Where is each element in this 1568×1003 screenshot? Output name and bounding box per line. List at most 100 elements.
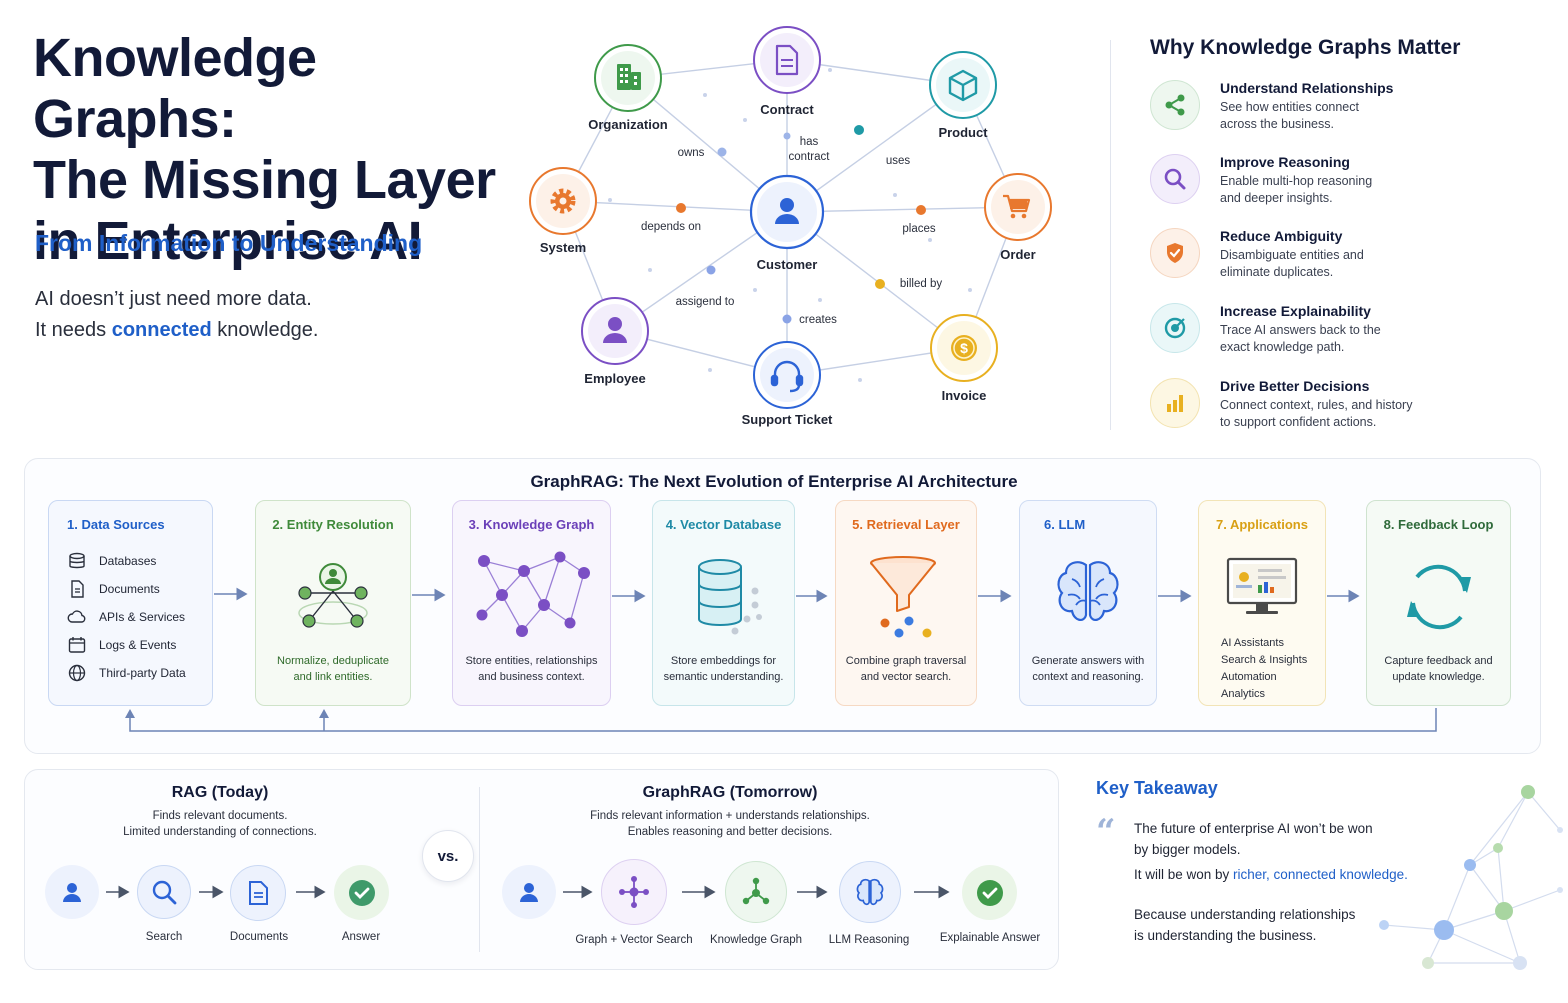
search-icon <box>1150 154 1200 204</box>
stage-title: 1. Data Sources <box>67 517 165 532</box>
funnel-icon <box>870 556 936 638</box>
graphrag-step-label: LLM Reasoning <box>828 934 910 946</box>
hero-body-line-2: It needs connected knowledge. <box>35 315 319 346</box>
user-icon <box>603 317 627 343</box>
stage-feedback-loop[interactable]: 8. Feedback Loop Capture feedback and up… <box>1366 500 1511 706</box>
stage-title: 8. Feedback Loop <box>1383 517 1494 532</box>
stage-desc-1: Capture feedback and <box>1384 655 1493 667</box>
edge-label-uses: uses <box>886 155 911 167</box>
building-icon <box>617 64 641 90</box>
stage-desc-2: semantic understanding. <box>663 671 784 683</box>
edge-dot <box>782 314 792 324</box>
why-item-desc-2: exact knowledge path. <box>1220 340 1345 354</box>
why-item-desc-1: See how entities connect <box>1220 100 1359 114</box>
source-label: Databases <box>99 554 157 568</box>
stage-desc-1: Normalize, deduplicate <box>277 655 389 667</box>
node-employee[interactable] <box>581 297 649 365</box>
node-order[interactable] <box>984 173 1052 241</box>
rag-step-documents <box>230 865 286 921</box>
edge-label-places: places <box>902 223 935 235</box>
stage-entity-resolution[interactable]: 2. Entity Resolution Normalize, deduplic… <box>255 500 411 706</box>
page-subtitle: From Information to Understanding <box>35 230 423 256</box>
target-icon <box>1150 303 1200 353</box>
stage-retrieval-layer[interactable]: 5. Retrieval Layer Combine graph travers… <box>835 500 977 706</box>
cube-icon <box>948 69 978 102</box>
node-label-employee: Employee <box>584 371 645 386</box>
edge-dot <box>854 125 864 135</box>
edge-system-customer <box>562 200 788 213</box>
entity-resolution-icon <box>298 563 368 628</box>
stage-title: 6. LLM <box>1044 517 1086 532</box>
stage-desc-2: and vector search. <box>860 671 952 683</box>
source-item: Logs & Events <box>67 631 186 659</box>
source-item: Documents <box>67 575 186 603</box>
why-item-desc-2: and deeper insights. <box>1220 191 1333 205</box>
page-title-line-3: in Enterprise AI <box>33 211 423 271</box>
graphrag-title: GraphRAG (Tomorrow) <box>642 784 818 801</box>
why-item-desc-2: across the business. <box>1220 117 1334 131</box>
rag-step-answer <box>334 865 389 920</box>
source-label: APIs & Services <box>99 610 186 624</box>
stage-desc-2: update knowledge. <box>1392 671 1485 683</box>
stage-data-sources[interactable]: 1. Data Sources Databases Documents APIs… <box>48 500 213 706</box>
edge-dot <box>875 279 885 289</box>
knowledge-graph-diagram: owns has contract uses depends on places… <box>529 26 1052 427</box>
stage-desc-1: Generate answers with <box>1031 655 1145 667</box>
rag-step-search <box>137 865 191 919</box>
edge-label-creates: creates <box>799 314 837 326</box>
node-label-support-ticket: Support Ticket <box>742 412 833 427</box>
rag-step-label: Search <box>145 931 183 943</box>
node-customer[interactable] <box>749 174 825 250</box>
takeaway-line-5: is understanding the business. <box>1134 928 1317 943</box>
section-divider <box>1110 40 1111 430</box>
source-label: Logs & Events <box>99 638 177 652</box>
graphrag-step-label: Knowledge Graph <box>709 934 803 946</box>
source-label: Documents <box>99 582 160 596</box>
stage-title: 3. Knowledge Graph <box>468 517 595 532</box>
page-title-line-1: Knowledge Graphs: <box>33 28 317 149</box>
why-item-desc-1: Connect context, rules, and history <box>1220 398 1413 412</box>
why-item-title: Understand Relationships <box>1220 80 1394 96</box>
stage-desc-2: and link entities. <box>293 671 373 683</box>
takeaway-line-3-prefix: It will be won by <box>1134 867 1234 882</box>
application-item: Analytics <box>1221 688 1266 700</box>
node-label-organization: Organization <box>588 117 668 132</box>
graphrag-step-user <box>502 865 556 919</box>
why-item-explainability: Increase Explainability Trace AI answers… <box>1150 303 1560 365</box>
edge-label-billed-by: billed by <box>900 278 942 290</box>
coin-icon: $ <box>951 335 977 361</box>
application-item: AI Assistants <box>1221 637 1284 649</box>
document-icon <box>249 881 268 905</box>
node-product[interactable] <box>929 51 997 119</box>
stage-desc-1: Store entities, relationships <box>465 655 598 667</box>
vector-database-icon <box>697 559 762 635</box>
node-contract[interactable] <box>753 26 821 94</box>
graphrag-step-answer <box>962 865 1017 920</box>
network-graph-icon <box>476 551 590 637</box>
node-system[interactable] <box>529 167 597 235</box>
stage-applications[interactable]: 7. Applications AI Assistants Search & I… <box>1198 500 1326 706</box>
edge-dot <box>676 203 686 213</box>
user-icon <box>63 883 81 902</box>
node-invoice[interactable]: $ <box>930 314 998 382</box>
hero-body-highlight: connected <box>111 319 212 341</box>
bar-chart-icon <box>1150 378 1200 428</box>
node-support-ticket[interactable] <box>753 341 821 409</box>
edge-dot <box>717 147 727 157</box>
graphrag-desc: Finds relevant information + understands… <box>520 808 940 840</box>
check-circle-icon <box>348 879 375 906</box>
stage-llm[interactable]: 6. LLM Generate answers with context and… <box>1019 500 1157 706</box>
node-organization[interactable] <box>594 44 662 112</box>
stage-title: 4. Vector Database <box>665 517 782 532</box>
rag-desc-1: Finds relevant documents. <box>152 810 288 822</box>
stage-knowledge-graph[interactable]: 3. Knowledge Graph Store entities, relat… <box>452 500 611 706</box>
document-icon <box>71 580 84 598</box>
takeaway-line-3: It will be won by richer, connected know… <box>1134 864 1444 885</box>
rag-step-label: Answer <box>341 931 381 943</box>
page-title: Knowledge Graphs: The Missing Layer in E… <box>33 28 503 272</box>
stage-vector-database[interactable]: 4. Vector Database Store embeddings for … <box>652 500 795 706</box>
shield-icon <box>1150 228 1200 278</box>
globe-icon <box>68 664 86 682</box>
edge-label-contract: contract <box>789 151 831 163</box>
hero-body: AI doesn’t just need more data. It needs… <box>35 284 319 346</box>
